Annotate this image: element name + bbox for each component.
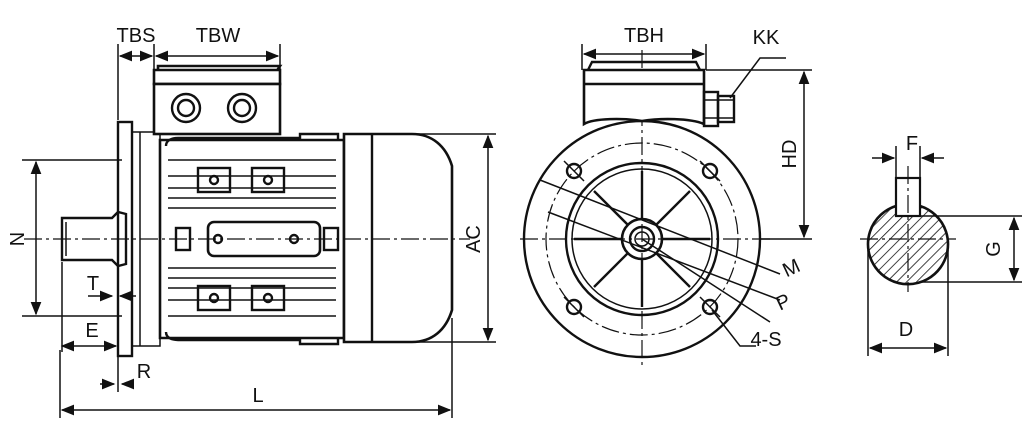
shaft-section-view: F G D (860, 133, 1022, 356)
label-hd: HD (779, 140, 801, 169)
dim-ac: AC (344, 133, 496, 343)
cable-gland (702, 90, 736, 128)
label-r: R (137, 361, 151, 383)
dim-n: N (7, 159, 122, 317)
label-f: F (906, 133, 918, 155)
dim-e: E (60, 262, 118, 352)
dim-f: F (872, 133, 944, 180)
label-t: T (87, 273, 99, 295)
dim-g: G (920, 215, 1022, 283)
fan-cover (342, 132, 454, 344)
shaft-cross-section (866, 176, 950, 286)
front-terminal-box (582, 60, 736, 128)
label-kk: KK (753, 27, 780, 49)
front-view: TBH KK HD M P 4-S (520, 25, 812, 366)
label-tbh: TBH (624, 25, 664, 47)
label-tbs: TBS (117, 25, 156, 47)
dim-r: R (100, 356, 151, 392)
label-tbw: TBW (196, 25, 241, 47)
dim-tbs-tbw: TBS TBW (117, 25, 281, 120)
dim-m-p-s: M P 4-S (539, 179, 804, 351)
label-n: N (7, 232, 29, 246)
bolt-holes (563, 160, 721, 318)
mount-bosses (196, 166, 286, 312)
dim-hd: HD (706, 69, 812, 240)
label-4-s: 4-S (750, 329, 781, 351)
side-view: TBS TBW N T E R (7, 25, 496, 418)
label-g: G (983, 241, 1005, 257)
label-e: E (85, 320, 98, 342)
label-p: P (773, 290, 794, 316)
terminal-box (152, 64, 283, 136)
label-l: L (252, 385, 263, 407)
dim-kk: KK (729, 27, 786, 99)
label-m: M (779, 255, 803, 282)
dim-t: T (87, 273, 136, 302)
dim-tbh: TBH (581, 25, 707, 70)
dim-l: L (59, 318, 453, 418)
label-d: D (899, 319, 913, 341)
label-ac: AC (463, 225, 485, 253)
dim-d: D (867, 250, 949, 356)
